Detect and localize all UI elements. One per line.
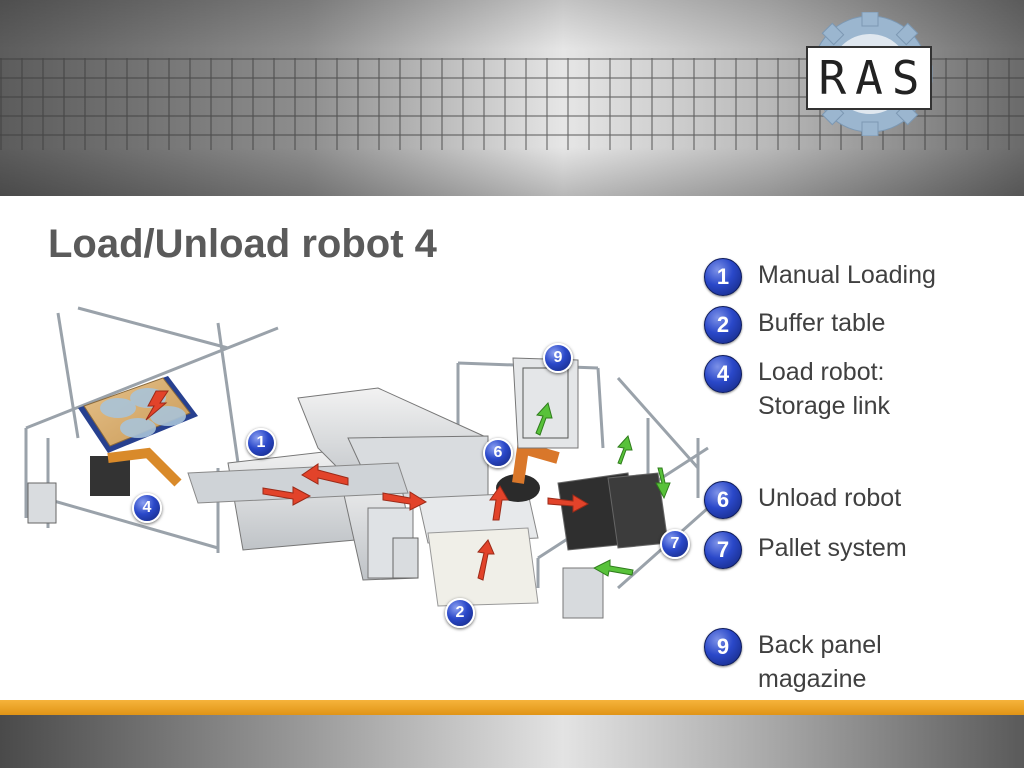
slide-title: Load/Unload robot 4 bbox=[48, 222, 437, 266]
legend-number-badge: 4 bbox=[704, 355, 742, 393]
logo-letter: S bbox=[891, 51, 920, 105]
legend-number-badge: 1 bbox=[704, 258, 742, 296]
legend-number-badge: 2 bbox=[704, 306, 742, 344]
legend-item: 9 Back panel magazine bbox=[704, 628, 988, 696]
legend-label: Back panel magazine bbox=[758, 631, 882, 693]
legend-number-badge: 7 bbox=[704, 531, 742, 569]
footer-accent-bar bbox=[0, 700, 1024, 715]
diagram-marker-1: 1 bbox=[246, 428, 276, 458]
diagram-marker-7: 7 bbox=[660, 529, 690, 559]
legend-item: 2 Buffer table bbox=[704, 306, 988, 344]
legend-label: Manual Loading bbox=[758, 261, 936, 289]
header-banner: R A S bbox=[0, 0, 1024, 196]
legend-item: 4 Load robot: Storage link bbox=[704, 355, 988, 423]
logo-wordmark: R A S bbox=[806, 46, 932, 110]
diagram-marker-9: 9 bbox=[543, 343, 573, 373]
footer-banner bbox=[0, 715, 1024, 768]
legend-label: Pallet system bbox=[758, 534, 907, 562]
diagram-marker-2: 2 bbox=[445, 598, 475, 628]
legend-label: Unload robot bbox=[758, 484, 902, 512]
logo-letter: A bbox=[855, 51, 883, 105]
production-line-illustration bbox=[24, 306, 709, 619]
legend-item: 7 Pallet system bbox=[704, 531, 988, 569]
legend-item: 6 Unload robot bbox=[704, 481, 988, 519]
production-line-diagram: 1 2 4 6 7 9 bbox=[18, 288, 718, 633]
legend-number-badge: 9 bbox=[704, 628, 742, 666]
legend-item: 1 Manual Loading bbox=[704, 258, 988, 296]
diagram-marker-4: 4 bbox=[132, 493, 162, 523]
legend-label: Buffer table bbox=[758, 309, 886, 337]
legend: 1 Manual Loading 2 Buffer table 4 Load r… bbox=[704, 0, 1004, 700]
legend-number-badge: 6 bbox=[704, 481, 742, 519]
legend-label: Load robot: Storage link bbox=[758, 358, 891, 420]
logo-letter: R bbox=[818, 51, 847, 105]
ras-logo: R A S bbox=[790, 12, 950, 136]
diagram-marker-6: 6 bbox=[483, 438, 513, 468]
